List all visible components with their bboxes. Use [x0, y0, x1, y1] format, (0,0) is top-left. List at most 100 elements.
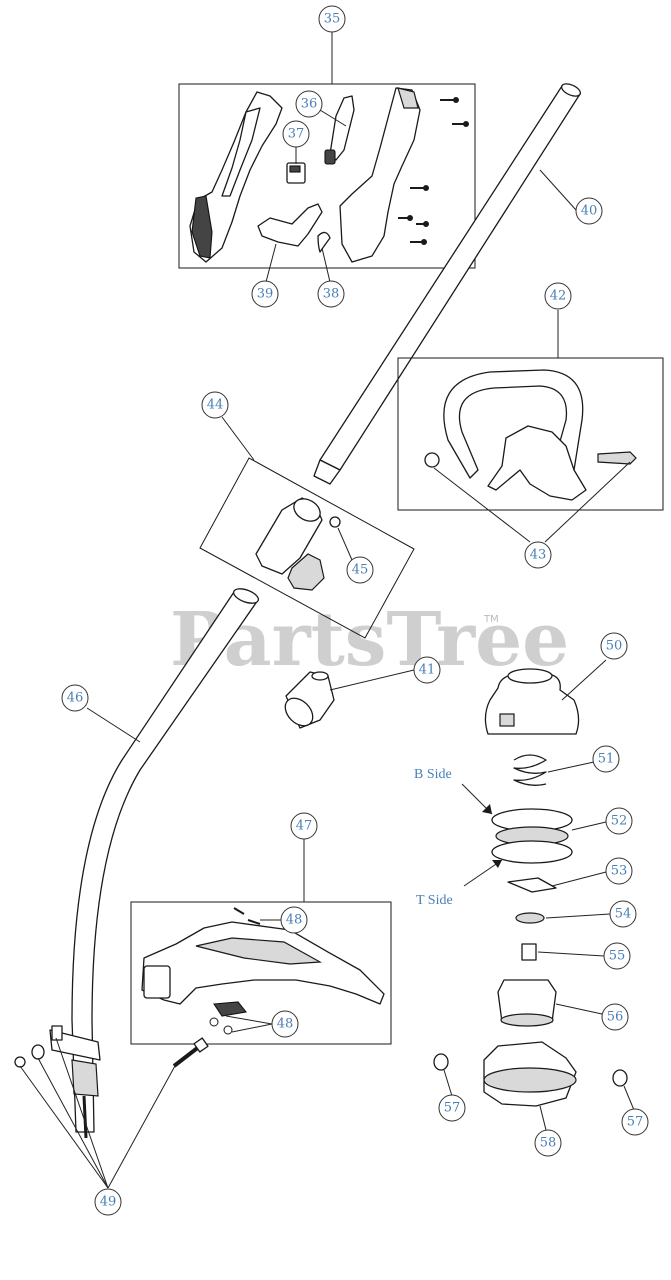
spring-51 — [513, 754, 547, 786]
loop-handle-assembly — [397, 357, 664, 511]
head-cover-top — [507, 668, 553, 684]
loop-handle-box — [397, 357, 664, 511]
guard-sleeve-41 — [284, 671, 335, 729]
callout-53[interactable]: 53 — [605, 857, 633, 885]
shaft-gear-head — [71, 1059, 99, 1097]
right-handle-grip-end — [397, 87, 419, 109]
callout-56[interactable]: 56 — [601, 1003, 629, 1031]
callout-45[interactable]: 45 — [346, 556, 374, 584]
callout-52-label: 52 — [611, 814, 628, 829]
loop-handle-knob-left — [424, 452, 440, 468]
callout-51-label: 51 — [598, 752, 615, 767]
loop-handle-bolt — [597, 451, 637, 465]
callout-38[interactable]: 38 — [317, 280, 345, 308]
callout-42-label: 42 — [550, 289, 567, 304]
callout-49[interactable]: 49 — [94, 1188, 122, 1216]
callout-36[interactable]: 36 — [295, 90, 323, 118]
callout-57-right[interactable]: 57 — [621, 1108, 649, 1136]
right-handle-half — [339, 87, 421, 263]
watermark-trademark: TM — [483, 614, 499, 625]
guard-bolt — [172, 1037, 209, 1068]
coupler-box — [199, 457, 415, 639]
callout-48-top[interactable]: 48 — [280, 906, 308, 934]
square-washer — [51, 1025, 63, 1041]
eyelet-right — [612, 1069, 628, 1087]
callout-48-bottom[interactable]: 48 — [271, 1010, 299, 1038]
callout-44[interactable]: 44 — [201, 391, 229, 419]
callout-41[interactable]: 41 — [413, 656, 441, 684]
callout-50-label: 50 — [606, 639, 623, 654]
spring-38 — [317, 231, 331, 253]
screw-55 — [521, 943, 537, 961]
callout-50[interactable]: 50 — [600, 632, 628, 660]
callout-52[interactable]: 52 — [605, 807, 633, 835]
callout-38-label: 38 — [323, 287, 340, 302]
b-side-label: B Side — [414, 767, 452, 782]
callout-58-label: 58 — [540, 1136, 557, 1151]
left-handle-grip — [191, 195, 213, 259]
callout-54[interactable]: 54 — [609, 900, 637, 928]
callout-49-label: 49 — [100, 1195, 117, 1210]
b-side-arrow — [482, 804, 492, 814]
callout-57-left-label: 57 — [444, 1101, 461, 1116]
washer — [31, 1044, 45, 1060]
coupler-end — [293, 498, 321, 522]
trigger-39 — [257, 203, 323, 247]
fastener-set-49 — [14, 1025, 63, 1068]
guard-assembly — [130, 901, 392, 1045]
callout-46-label: 46 — [67, 691, 84, 706]
retainer-clip-53 — [507, 877, 557, 893]
hub-base — [500, 1013, 554, 1027]
switch-contact — [324, 149, 336, 165]
lower-shaft-top-end — [232, 588, 260, 604]
handle-screws — [398, 97, 469, 245]
callout-45-label: 45 — [352, 563, 369, 578]
callout-48-top-label: 48 — [286, 913, 303, 928]
leader-lines — [19, 32, 635, 1189]
callout-47[interactable]: 47 — [290, 812, 318, 840]
callout-46[interactable]: 46 — [61, 684, 89, 712]
eyelet-left — [433, 1053, 449, 1071]
callout-58[interactable]: 58 — [534, 1129, 562, 1157]
guard-box — [130, 901, 392, 1045]
callout-55[interactable]: 55 — [603, 942, 631, 970]
left-handle-inner-rib — [221, 107, 261, 197]
callout-57-left[interactable]: 57 — [438, 1094, 466, 1122]
callout-42[interactable]: 42 — [544, 282, 572, 310]
callout-43[interactable]: 43 — [524, 541, 552, 569]
callout-39[interactable]: 39 — [251, 280, 279, 308]
callout-35[interactable]: 35 — [318, 5, 346, 33]
callout-39-label: 39 — [257, 287, 274, 302]
callout-48-bottom-label: 48 — [277, 1017, 294, 1032]
callout-56-label: 56 — [607, 1010, 624, 1025]
callout-40[interactable]: 40 — [575, 197, 603, 225]
callout-44-label: 44 — [207, 398, 224, 413]
coupler-knob — [287, 553, 325, 591]
handle-assembly — [178, 83, 476, 269]
t-side-label: T Side — [416, 893, 453, 908]
sleeve-opening — [284, 697, 314, 727]
t-side-arrow — [492, 860, 502, 868]
guard-mount — [143, 965, 171, 999]
coupler-screw-45 — [329, 516, 341, 528]
shaft-coupler-assembly — [199, 457, 415, 639]
loop-handle-clamp — [487, 425, 587, 501]
callout-43-label: 43 — [530, 548, 547, 563]
guard-shield — [141, 921, 385, 1005]
upper-shaft-top-end — [560, 83, 582, 97]
callout-57-right-label: 57 — [627, 1115, 644, 1130]
sleeve-top-opening — [311, 671, 329, 681]
callout-41-label: 41 — [419, 663, 436, 678]
head-cover-window — [499, 713, 515, 727]
trimmer-head — [433, 668, 628, 1107]
small-switch-37-cap — [289, 165, 301, 173]
callout-35-label: 35 — [324, 12, 341, 27]
callout-37[interactable]: 37 — [282, 120, 310, 148]
callout-37-label: 37 — [288, 127, 305, 142]
callout-40-label: 40 — [581, 204, 598, 219]
guard-blade — [213, 1001, 248, 1017]
callout-51[interactable]: 51 — [592, 745, 620, 773]
spool-bottom-flange — [491, 840, 573, 864]
callout-55-label: 55 — [609, 949, 626, 964]
